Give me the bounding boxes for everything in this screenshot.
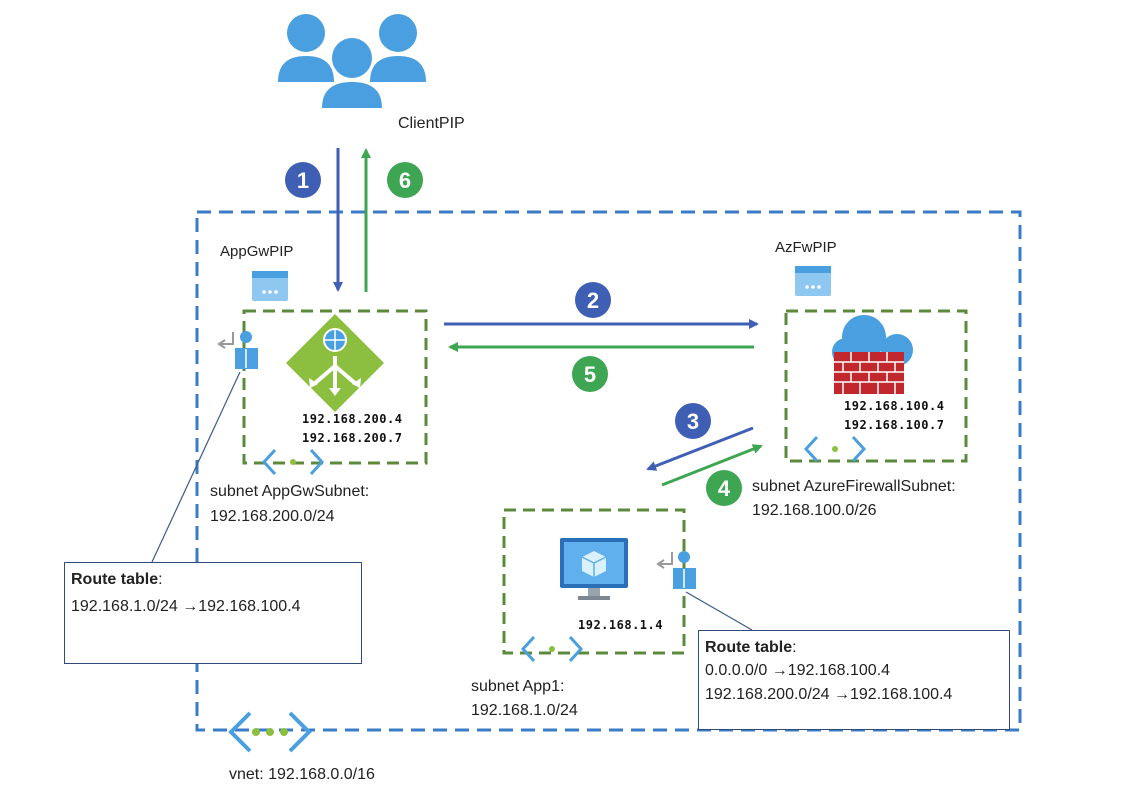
step-badge-2: 2: [575, 282, 611, 318]
flow-arrow-3: [646, 426, 754, 471]
appgw-subnet-icon: [261, 448, 325, 476]
users-icon: [278, 14, 426, 108]
appgw-route-table-box: Route table: 192.168.1.0/24 →192.168.100…: [64, 562, 362, 664]
svg-text:6: 6: [399, 168, 411, 193]
firewall-pip-label: AzFwPIP: [775, 239, 837, 256]
appgw-route-entry: 192.168.1.0/24 →192.168.100.4: [71, 598, 301, 615]
appgw-pip-label: AppGwPIP: [220, 243, 294, 260]
firewall-ip-1: 192.168.100.4: [844, 399, 945, 413]
appgw-subnet-name: subnet AppGwSubnet:: [210, 483, 370, 500]
firewall-subnet-icon: [803, 435, 867, 463]
app1-subnet-cidr: 192.168.1.0/24: [471, 702, 578, 719]
step-badge-1: 1: [285, 162, 321, 198]
firewall-icon: [832, 315, 913, 394]
svg-text:3: 3: [687, 409, 699, 434]
svg-text:1: 1: [297, 168, 309, 193]
step-badge-5: 5: [572, 356, 608, 392]
app1-ip: 192.168.1.4: [578, 618, 663, 632]
firewall-ip-2: 192.168.100.7: [844, 418, 945, 432]
application-gateway-icon: [286, 314, 384, 412]
vnet-icon: [228, 711, 312, 753]
virtual-machine-icon: [560, 538, 628, 600]
appgw-subnet-cidr: 192.168.200.0/24: [210, 508, 335, 525]
firewall-subnet-cidr: 192.168.100.0/26: [752, 502, 877, 519]
firewall-subnet-box: [784, 309, 968, 463]
appgw-ip-1: 192.168.200.4: [302, 412, 403, 426]
svg-text:2: 2: [587, 288, 599, 313]
appgw-route-table-title: Route table:: [71, 571, 163, 588]
appgw-route-table-icon: [217, 331, 258, 369]
step-badge-3: 3: [675, 403, 711, 439]
app1-subnet-name: subnet App1:: [471, 678, 565, 695]
appgw-ip-2: 192.168.200.7: [302, 431, 403, 445]
app1-subnet-icon: [520, 635, 584, 663]
appgw-public-ip-icon: [252, 271, 288, 301]
firewall-subnet-name: subnet AzureFirewallSubnet:: [752, 478, 956, 495]
vnet-boundary: [195, 210, 1022, 732]
svg-text:5: 5: [584, 362, 596, 387]
svg-text:4: 4: [718, 476, 731, 501]
step-badge-6: 6: [387, 162, 423, 198]
app1-route-entry: 0.0.0.0/0 →192.168.100.4: [705, 662, 891, 679]
appgw-subnet-box: [242, 309, 428, 465]
flow-arrow-4: [661, 444, 763, 487]
app1-route-table-title: Route table:: [705, 639, 797, 656]
client-pip-label: ClientPIP: [398, 115, 465, 132]
app1-route-table-icon: [656, 551, 696, 589]
app1-route-table-connector: [685, 591, 753, 631]
app1-route-entry: 192.168.200.0/24 →192.168.100.4: [705, 686, 953, 703]
app1-route-table-box: Route table: 0.0.0.0/0 →192.168.100.4 19…: [698, 630, 1010, 730]
firewall-public-ip-icon: [795, 266, 831, 296]
vnet-label: vnet: 192.168.0.0/16: [229, 766, 375, 783]
appgw-route-table-connector: [151, 371, 241, 563]
step-badge-4: 4: [706, 470, 742, 506]
